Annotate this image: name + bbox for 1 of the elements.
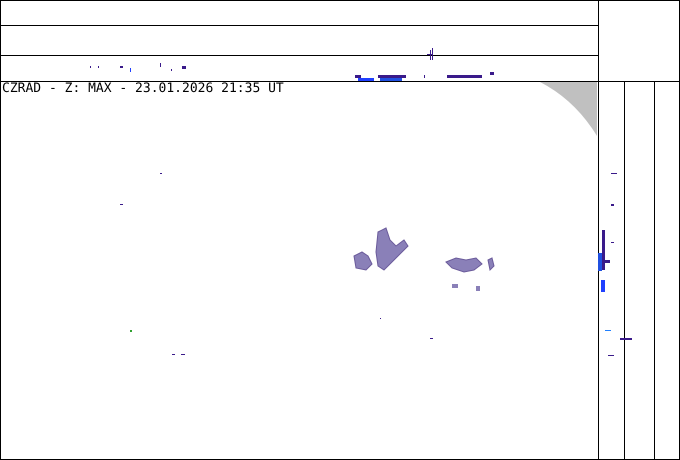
radar-product-caption: CZRAD - Z: MAX - 23.01.2026 21:35 UT: [2, 81, 284, 96]
